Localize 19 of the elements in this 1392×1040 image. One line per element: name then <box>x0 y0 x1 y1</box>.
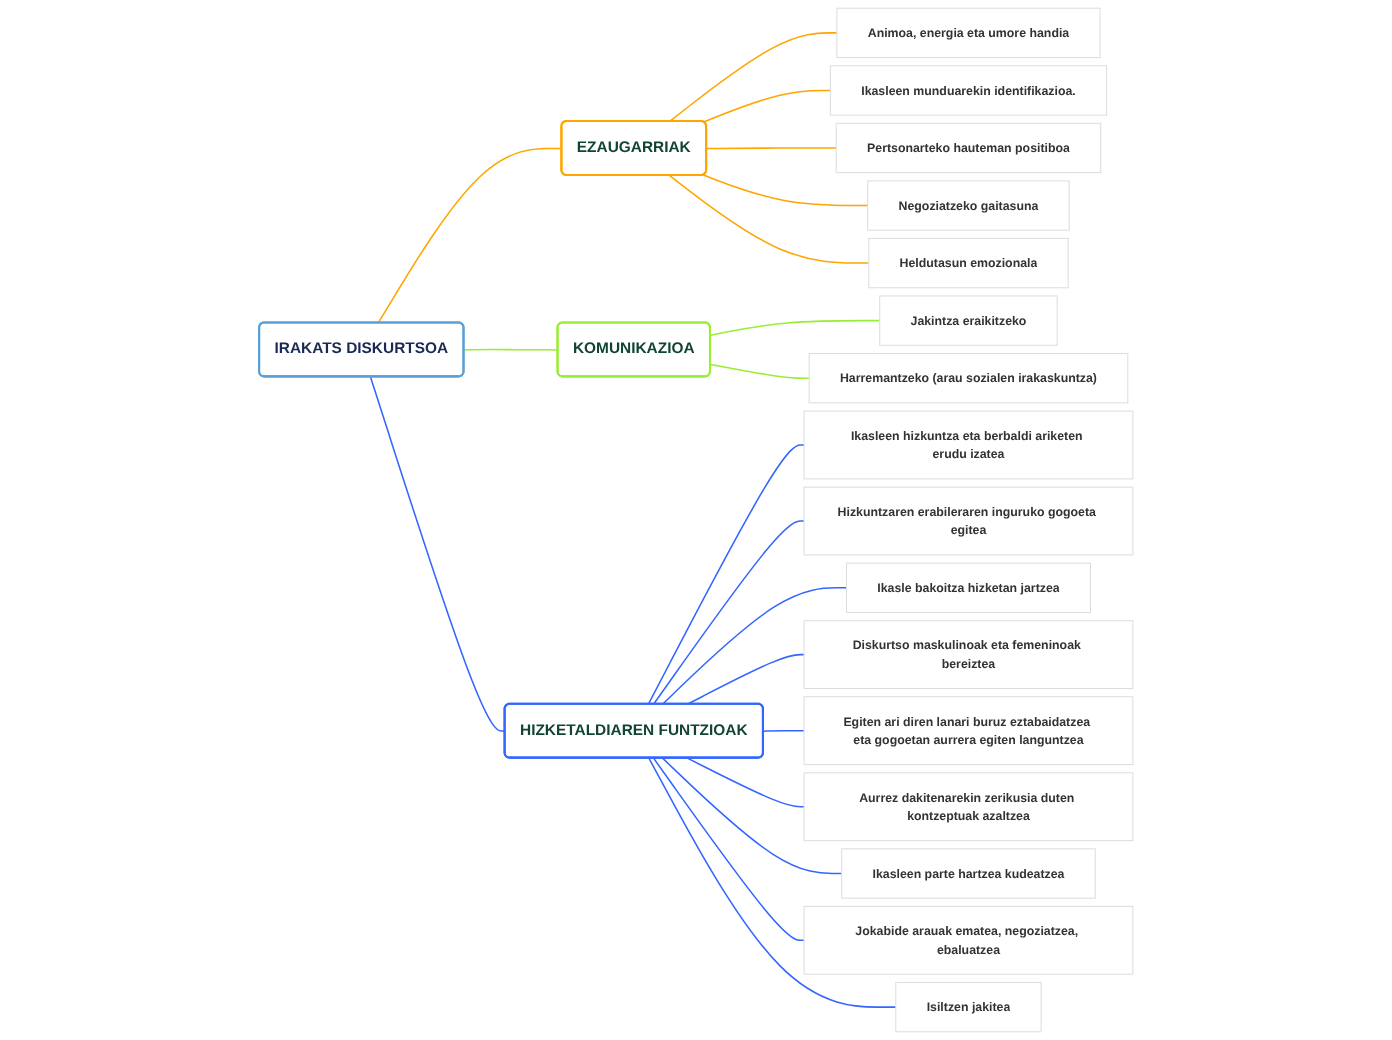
connector <box>661 587 848 705</box>
connector <box>648 757 897 1008</box>
connector <box>377 147 563 324</box>
connector <box>652 520 805 705</box>
connector <box>702 89 832 123</box>
connector <box>702 174 869 207</box>
connector <box>647 444 805 705</box>
connector <box>705 147 837 150</box>
connector <box>369 376 506 732</box>
connector <box>661 757 843 875</box>
connector <box>709 319 881 337</box>
connector <box>652 757 805 942</box>
connector <box>762 729 805 732</box>
connector <box>686 653 805 705</box>
connector <box>668 174 870 264</box>
connector <box>668 32 838 123</box>
connector <box>463 348 559 351</box>
connector <box>686 757 805 808</box>
connector <box>709 363 810 379</box>
